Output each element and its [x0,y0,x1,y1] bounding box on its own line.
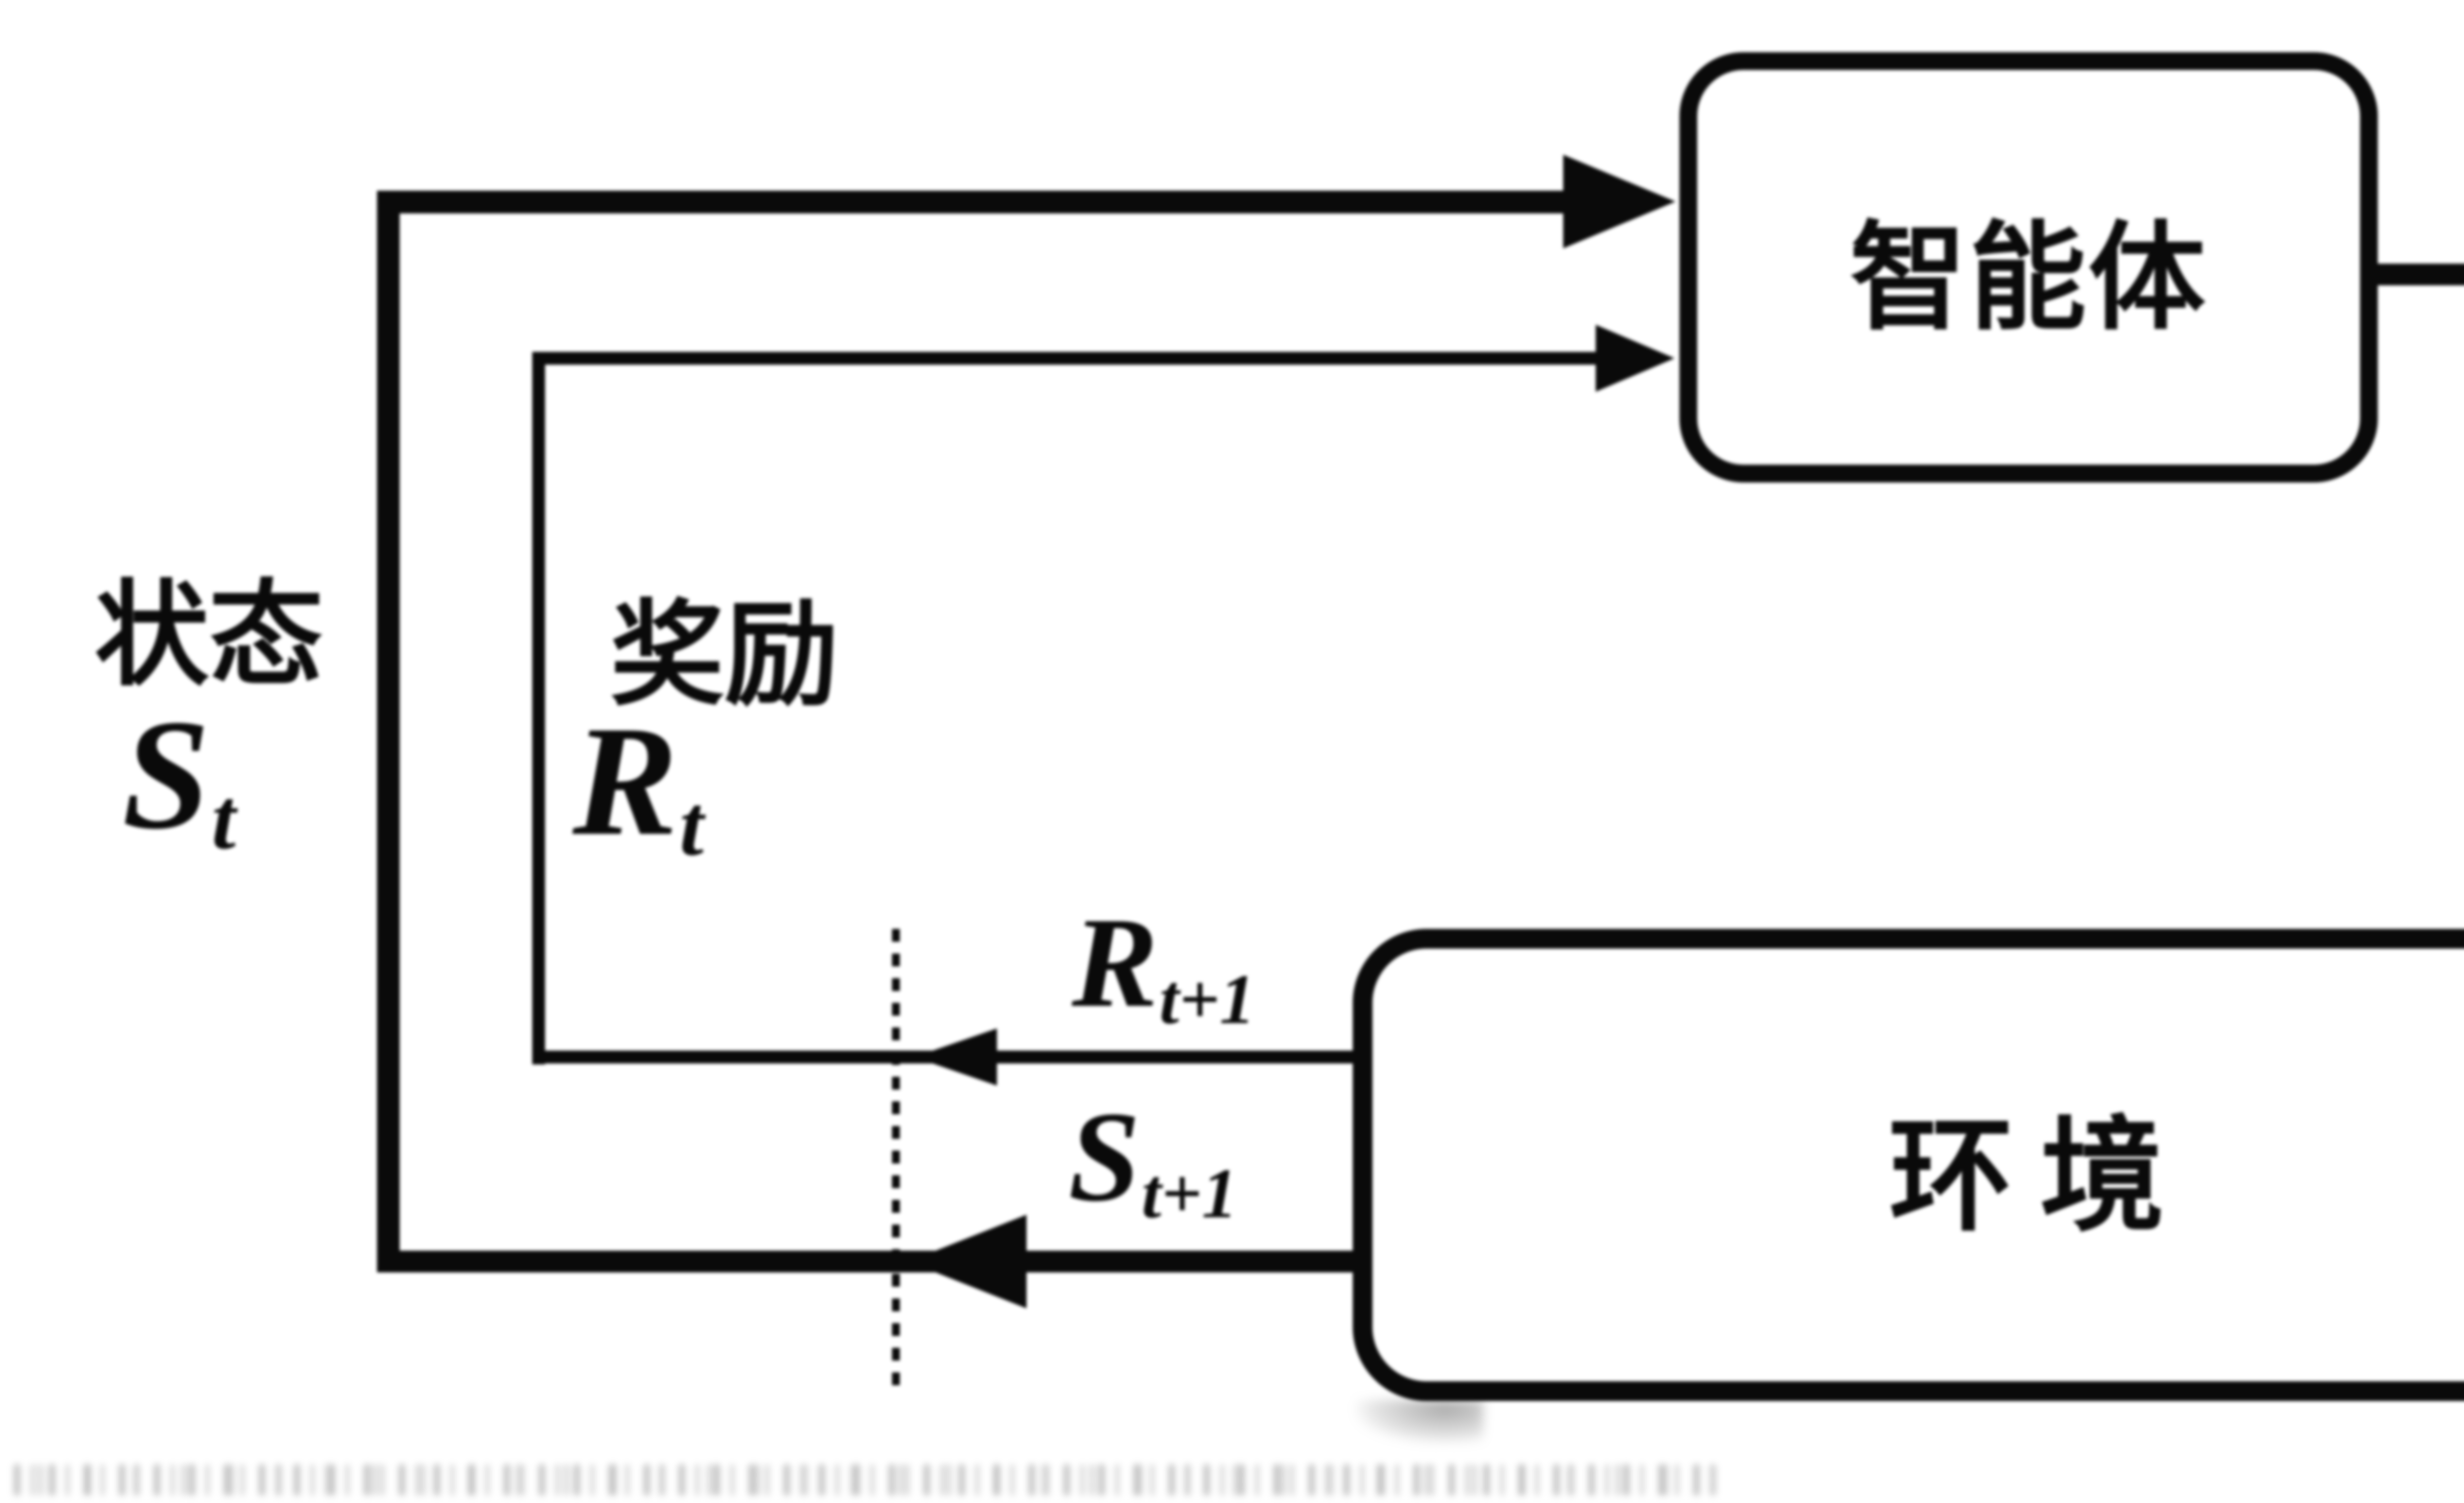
next-state-symbol-subscript: t+1 [1141,1154,1237,1233]
reward-line-top [532,352,1602,365]
reward-symbol: Rt [573,702,704,869]
state-line-vertical [377,191,400,1270]
agent-label: 智能体 [1849,214,2208,344]
next-reward-symbol-base: R [1072,891,1158,1034]
reward-arrowhead-icon [1596,325,1675,392]
scan-smudge-artifact [1355,1400,1483,1444]
state-arrowhead-icon [1563,155,1676,248]
state-label: 状态 [95,573,324,700]
next-state-arrowhead-icon [908,1215,1027,1308]
reward-line-vertical [532,352,545,1064]
next-state-symbol: St+1 [1068,1092,1237,1230]
state-symbol-base: S [122,687,210,862]
next-reward-symbol-subscript: t+1 [1159,960,1255,1039]
timestep-dashed-line [892,929,900,1386]
next-state-line [377,1251,1392,1272]
state-symbol: St [122,696,236,863]
next-reward-arrowhead-icon [914,1028,997,1086]
next-state-symbol-base: S [1068,1085,1140,1228]
cropped-caption-artifact [14,1465,1724,1495]
action-line-top [2361,264,2464,285]
reward-label: 奖励 [610,593,839,719]
next-reward-symbol: Rt+1 [1072,898,1255,1035]
environment-box: 环境 [1353,929,2464,1401]
reward-symbol-subscript: t [679,778,704,874]
reward-symbol-base: R [573,694,678,868]
agent-box: 智能体 [1679,52,2378,482]
state-line-top [377,191,1570,213]
state-symbol-subscript: t [211,771,236,868]
environment-label: 环境 [1888,1108,2191,1246]
